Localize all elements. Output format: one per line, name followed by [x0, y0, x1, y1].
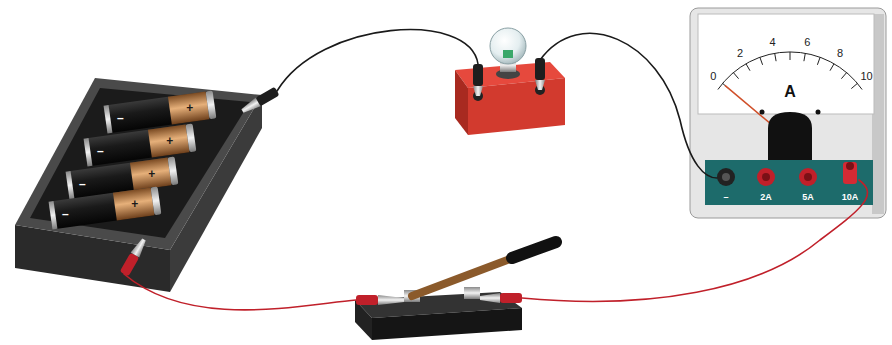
knife-switch: [355, 242, 556, 340]
polarity-sign: –: [62, 208, 69, 220]
polarity-sign: +: [166, 135, 173, 147]
unit-symbol: A: [784, 84, 796, 100]
terminal-label: 2A: [760, 193, 772, 202]
polarity-sign: +: [131, 198, 138, 210]
polarity-sign: –: [117, 112, 124, 124]
battery-cells: [49, 90, 217, 229]
polarity-sign: +: [186, 102, 193, 114]
battery-holder: [15, 78, 262, 292]
scale-number: 0: [710, 70, 716, 81]
polarity-sign: +: [148, 168, 155, 180]
terminal-label: 5A: [802, 193, 814, 202]
ammeter: [690, 8, 886, 218]
scale-number: 4: [770, 36, 776, 47]
alligator-clips: [120, 58, 545, 305]
polarity-sign: –: [79, 178, 86, 190]
scale-number: 10: [860, 70, 872, 81]
bulb-holder: [455, 28, 565, 135]
terminal-label: –: [723, 193, 728, 202]
scale-number: 2: [737, 48, 743, 59]
wires: [124, 30, 867, 310]
scale-number: 8: [837, 48, 843, 59]
terminal-label: 10A: [842, 193, 859, 202]
polarity-sign: –: [97, 145, 104, 157]
scale-number: 6: [804, 36, 810, 47]
